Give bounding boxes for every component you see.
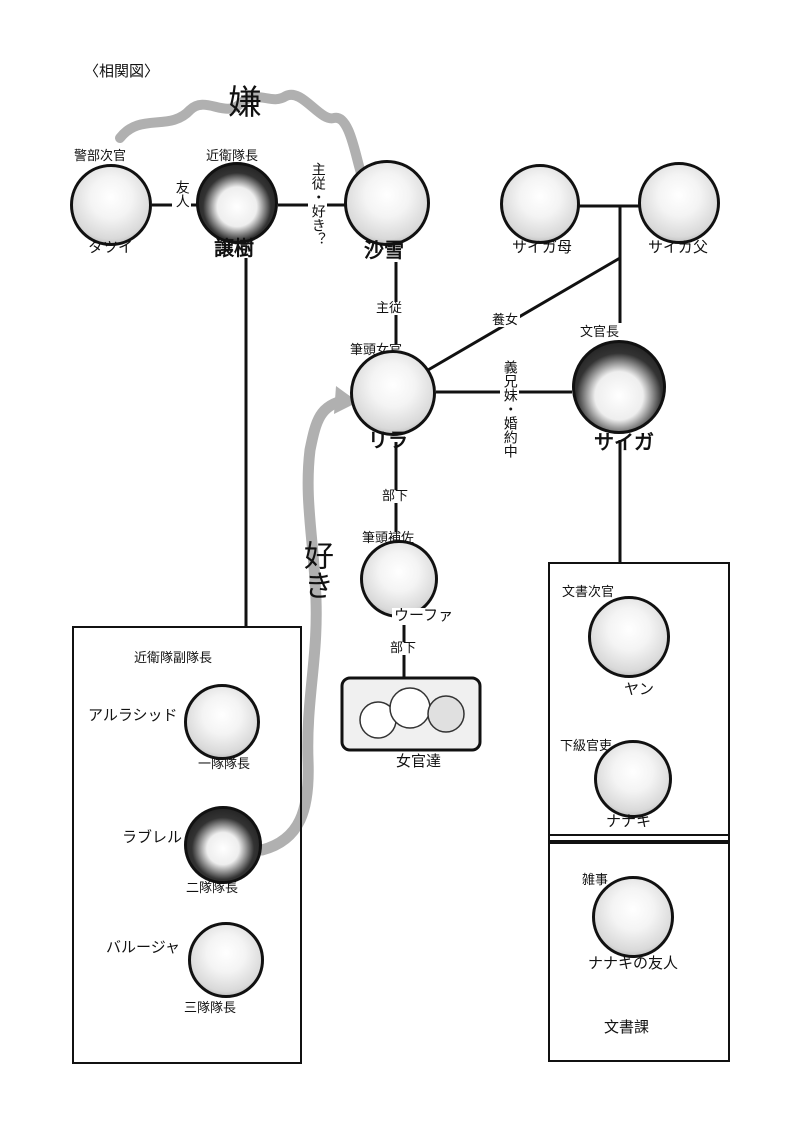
line-adopted (427, 256, 621, 372)
barouja-title: 三隊隊長 (184, 1001, 237, 1016)
docs-lower-box (548, 842, 730, 1062)
guard-group-title: 近衛隊副隊長 (134, 651, 213, 666)
tatsui-role: 警部次官 (74, 149, 127, 164)
saiga-portrait (572, 340, 666, 434)
relation-subordinate-2: 部下 (388, 641, 419, 656)
jouju-name: 譲樹 (214, 236, 254, 260)
lila-portrait (350, 350, 436, 436)
page-title: 〈相関図〉 (84, 62, 160, 80)
tatsui-portrait (70, 164, 152, 246)
relation-subordinate-1: 部下 (380, 489, 411, 504)
yan-name: ヤン (624, 680, 655, 698)
arrashid-name: アルラシッド (86, 706, 180, 724)
yan-portrait (588, 596, 670, 678)
saiga-father-name: サイガ父 (648, 238, 709, 256)
lablel-name: ラブレル (120, 828, 185, 846)
docs-group-title: 文書課 (604, 1018, 650, 1036)
relation-friend: 友人 (172, 180, 191, 208)
saiga-role: 文官長 (580, 325, 620, 340)
saiga-name: サイガ (594, 430, 654, 454)
relation-siblings-engaged: 義兄妹・婚約中 (500, 360, 519, 472)
dislike-scribble: 嫌 (228, 83, 262, 123)
like-arrow-head (334, 386, 358, 414)
saiga-mother-name: サイガ母 (512, 238, 573, 256)
yan-role: 文書次官 (562, 585, 615, 600)
jouju-portrait (196, 162, 278, 244)
barouja-portrait (188, 922, 264, 998)
guard-group-box (72, 626, 302, 1064)
relation-lord-servant-like: 主従・好き？ (308, 162, 327, 258)
barouja-name: バルージャ (104, 938, 182, 956)
friend-name: ナナキの友人 (588, 954, 679, 972)
ladies-name: 女官達 (396, 752, 442, 770)
saiga-father-portrait (638, 162, 720, 244)
saiga-mother-portrait (500, 164, 580, 244)
lablel-portrait (184, 806, 262, 884)
friend-role: 雑事 (582, 873, 609, 888)
nanaki-role: 下級官吏 (560, 739, 613, 754)
relation-adopted: 養女 (490, 313, 521, 328)
docs-upper-box (548, 562, 730, 836)
tatsui-name: タツイ (88, 238, 134, 256)
arrashid-portrait (184, 684, 260, 760)
like-scribble-path (256, 394, 352, 856)
lablel-title: 二隊隊長 (186, 881, 239, 896)
sayuki-portrait (344, 160, 430, 246)
like-scribble: 好き (298, 540, 333, 600)
relation-lord-servant: 主従 (374, 301, 405, 316)
lila-name: リラ (368, 428, 408, 452)
woofa-name: ウーファ (392, 606, 456, 624)
nanaki-portrait (594, 740, 672, 818)
docs-divider (548, 834, 730, 842)
nanaki-name: ナナキ (606, 812, 652, 830)
jouju-role: 近衛隊長 (206, 149, 259, 164)
dislike-scribble-path (115, 89, 367, 181)
arrashid-title: 一隊隊長 (198, 757, 251, 772)
sayuki-name: 沙雪 (364, 238, 404, 262)
friend-portrait (592, 876, 674, 958)
